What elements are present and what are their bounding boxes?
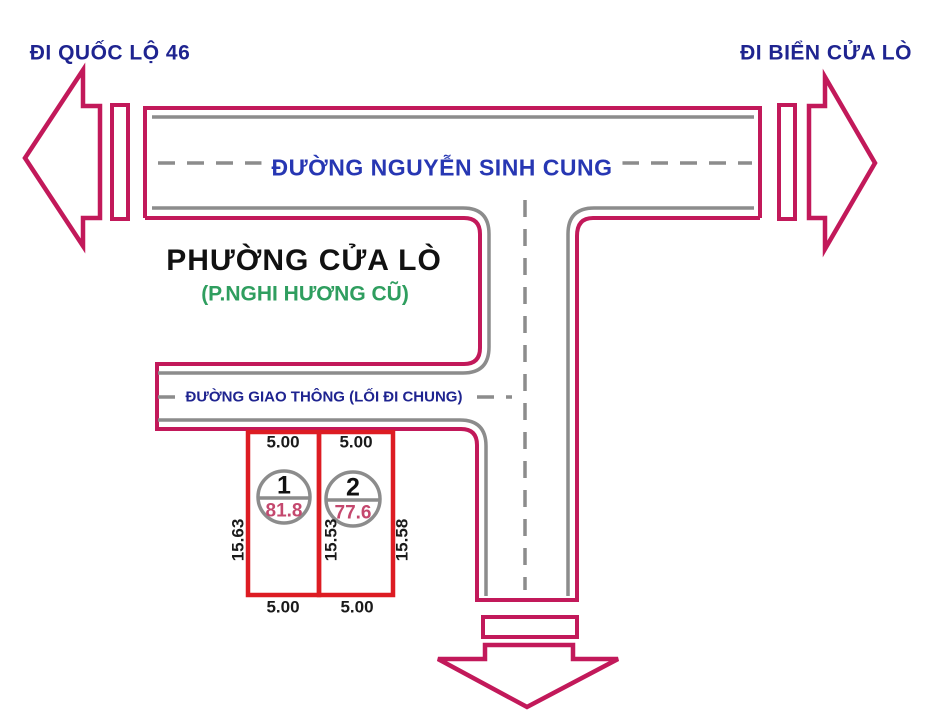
service-road-name-label: ĐƯỜNG GIAO THÔNG (LỐI ĐI CHUNG) <box>177 388 471 406</box>
inner-line-lower-block <box>158 418 488 596</box>
inner-line-right-block <box>566 206 754 596</box>
plot-2-right-depth-dim: 15.58 <box>392 518 412 562</box>
direction-label-bien-cua-lo: ĐI BIỂN CỬA LÒ <box>740 41 912 65</box>
block-arrow-right-icon <box>806 68 878 258</box>
land-plots <box>245 429 396 598</box>
plot-2-bottom-width-dim: 5.00 <box>340 597 374 617</box>
plot-1-left-depth-dim: 15.63 <box>228 518 248 562</box>
right-arrow-bar <box>777 103 797 221</box>
direction-label-quoc-lo-46: ĐI QUỐC LỘ 46 <box>29 41 191 65</box>
plot-2-boundary <box>316 429 396 598</box>
plot-2-top-width-dim: 5.00 <box>339 432 373 452</box>
plot-1-bottom-width-dim: 5.00 <box>266 597 300 617</box>
plot-2-id: 2 <box>346 473 360 502</box>
plot-1-id: 1 <box>277 471 291 500</box>
plot-id-circles <box>256 469 382 528</box>
plot-2-area: 77.6 <box>334 502 372 524</box>
bottom-arrow-bar <box>481 615 579 639</box>
road-boundary-bottom <box>145 216 760 602</box>
plot-1-top-width-dim: 5.00 <box>266 432 300 452</box>
block-arrow-down-icon <box>436 642 620 710</box>
plot-divider-depth-dim: 15.53 <box>321 518 341 562</box>
main-road-name-label: ĐƯỜNG NGUYỄN SINH CUNG <box>261 154 623 182</box>
main-road <box>143 106 762 602</box>
ward-name-label: PHƯỜNG CỬA LÒ <box>166 244 442 277</box>
plot-1-area: 81.8 <box>265 500 303 522</box>
inner-line-left-block <box>152 206 491 375</box>
main-road-outline-top <box>143 106 762 218</box>
ward-former-name-label: (P.NGHI HƯƠNG CŨ) <box>201 282 409 306</box>
road-inner-lines <box>152 115 754 596</box>
block-arrow-left-icon <box>22 62 103 254</box>
left-arrow-bar <box>110 103 130 221</box>
direction-arrows <box>22 62 878 710</box>
